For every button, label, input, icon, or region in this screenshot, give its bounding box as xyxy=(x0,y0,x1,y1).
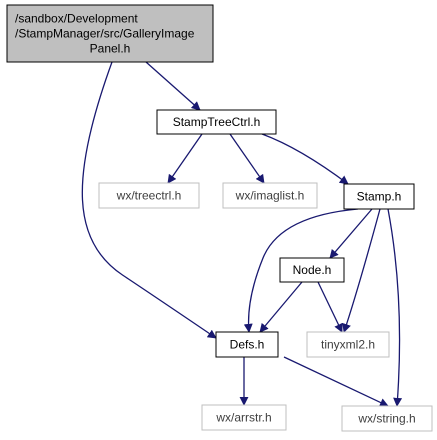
node-root-label-line-2: Panel.h xyxy=(90,42,131,56)
node-string-label-line-0: wx/string.h xyxy=(357,412,415,426)
node-stamp-box xyxy=(343,183,415,210)
node-string-box xyxy=(341,405,433,432)
node-node-box xyxy=(279,257,345,283)
node-root-label-line-0: /sandbox/Development xyxy=(15,12,138,26)
edge-root-to-stamptreectrl xyxy=(145,61,201,111)
edge-stamptreectrl-to-imaglist xyxy=(229,133,265,184)
edge-defs-to-string xyxy=(283,356,389,407)
edge-stamp-to-defs xyxy=(243,208,359,333)
edge-stamptreectrl-to-treectrl xyxy=(167,133,203,184)
node-stamptreectrl-box xyxy=(156,109,277,135)
edge-root-to-defs xyxy=(81,61,217,339)
node-imaglist: wx/imaglist.h xyxy=(222,182,318,209)
node-node-label-line-0: Node.h xyxy=(293,263,332,277)
node-node[interactable]: Node.h xyxy=(279,257,345,283)
node-treectrl-box xyxy=(98,182,200,209)
edge-stamp-to-node xyxy=(329,208,373,259)
node-stamptreectrl-label-line-0: StampTreeCtrl.h xyxy=(173,115,261,129)
node-defs[interactable]: Defs.h xyxy=(215,331,279,358)
node-imaglist-box xyxy=(222,182,318,209)
edge-node-to-defs xyxy=(259,281,303,333)
node-string: wx/string.h xyxy=(341,405,433,432)
node-tinyxml2-box xyxy=(306,331,390,358)
node-root-box xyxy=(6,4,214,63)
node-root[interactable]: /sandbox/Development/StampManager/src/Ga… xyxy=(6,4,214,63)
node-treectrl: wx/treectrl.h xyxy=(98,182,200,209)
node-treectrl-label-line-0: wx/treectrl.h xyxy=(116,189,182,203)
edge-node-to-tinyxml2 xyxy=(317,281,343,333)
node-defs-box xyxy=(215,331,279,358)
edge-stamp-to-string xyxy=(387,208,403,407)
node-arrstr-label-line-0: wx/arrstr.h xyxy=(215,411,271,425)
edge-stamp-to-tinyxml2 xyxy=(342,208,381,333)
node-imaglist-label-line-0: wx/imaglist.h xyxy=(235,189,305,203)
node-stamptreectrl[interactable]: StampTreeCtrl.h xyxy=(156,109,277,135)
node-tinyxml2-label-line-0: tinyxml2.h xyxy=(321,338,375,352)
node-stamp[interactable]: Stamp.h xyxy=(343,183,415,210)
node-tinyxml2: tinyxml2.h xyxy=(306,331,390,358)
node-arrstr: wx/arrstr.h xyxy=(201,404,287,431)
node-root-label-line-1: /StampManager/src/GalleryImage xyxy=(15,27,195,41)
edge-stamptreectrl-to-stamp xyxy=(261,133,349,185)
node-stamp-label-line-0: Stamp.h xyxy=(357,190,402,204)
node-defs-label-line-0: Defs.h xyxy=(230,338,265,352)
node-arrstr-box xyxy=(201,404,287,431)
